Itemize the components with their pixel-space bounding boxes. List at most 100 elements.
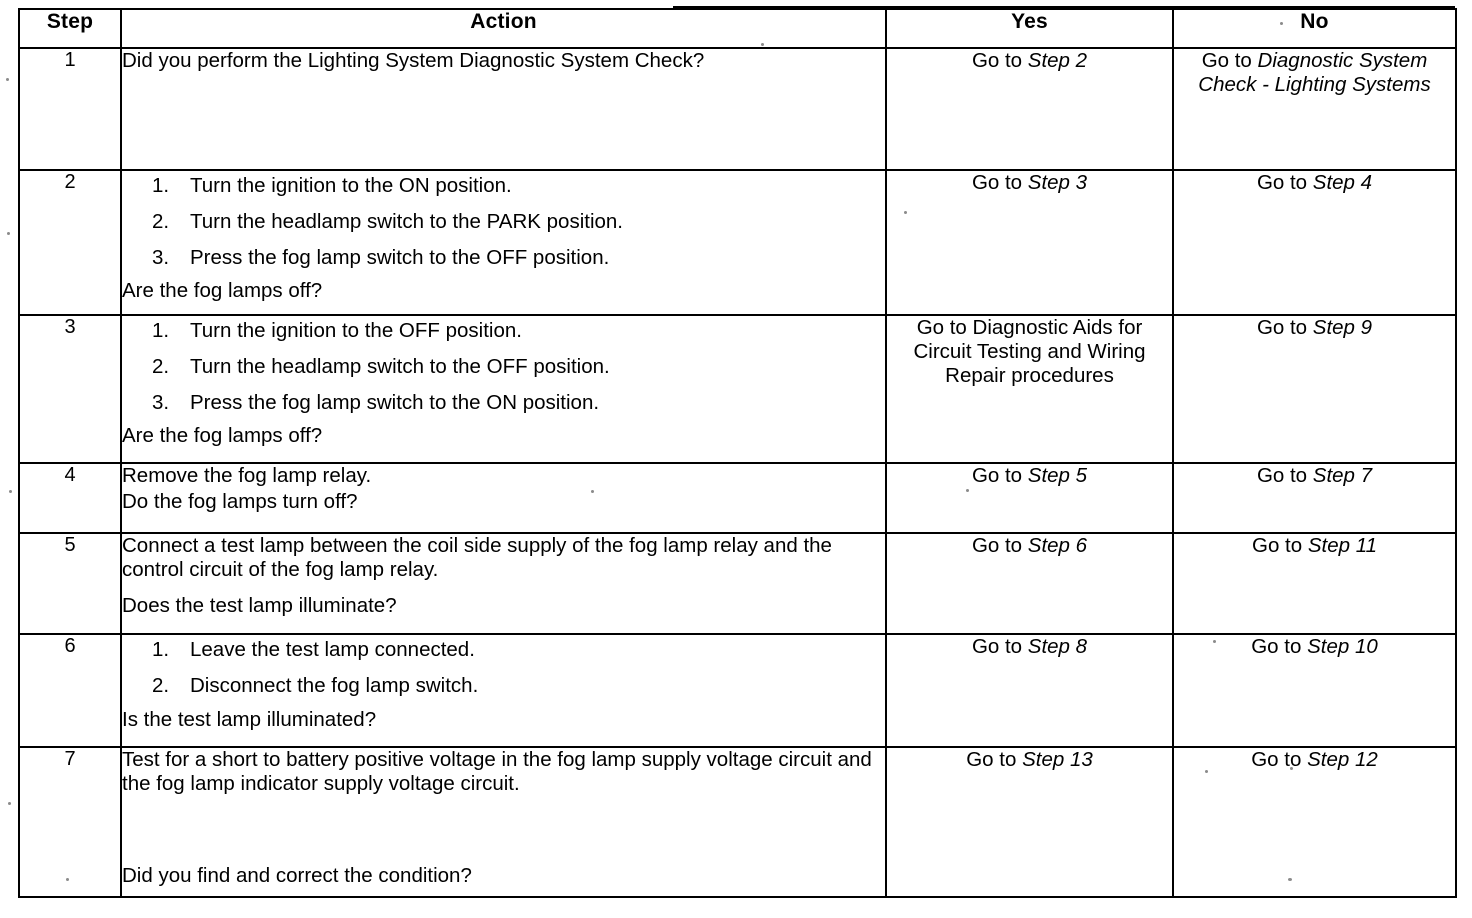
no-prefix: Go to <box>1201 49 1258 72</box>
list-item-text: Turn the ignition to the OFF position. <box>190 319 522 342</box>
list-item: 1. Turn the ignition to the ON position. <box>122 174 885 198</box>
list-item-number: 2. <box>152 354 170 378</box>
action-step-list: 1.Turn the ignition to the ON position. … <box>122 174 885 269</box>
no-result-cell: Go to Step 11 <box>1172 532 1457 635</box>
table-row: 2 1.Turn the ignition to the ON position… <box>18 169 1457 316</box>
scan-speck <box>1205 770 1208 773</box>
no-italic-target: Step 9 <box>1312 316 1373 339</box>
list-item: 2.Disconnect the fog lamp switch. <box>122 674 885 698</box>
yes-result-cell: Go to Diagnostic Aids for Circuit Testin… <box>885 314 1174 464</box>
table-row: 6 1.Leave the test lamp connected. 2.Dis… <box>18 633 1457 748</box>
no-result-cell: Go to Diagnostic System Check - Lighting… <box>1172 47 1457 171</box>
step-number: 5 <box>18 532 122 635</box>
action-cell: Did you perform the Lighting System Diag… <box>120 47 887 171</box>
scan-speck <box>1290 767 1293 770</box>
table-body: 1 Did you perform the Lighting System Di… <box>18 47 1457 898</box>
scan-speck <box>8 802 11 805</box>
scan-speck <box>66 878 69 881</box>
no-result-cell: Go to Step 9 <box>1172 314 1457 464</box>
action-step-list: 1.Leave the test lamp connected. 2.Disco… <box>122 638 885 698</box>
no-prefix: Go to <box>1251 635 1308 658</box>
action-cell: Remove the fog lamp relay. Do the fog la… <box>120 462 887 534</box>
step-number: 1 <box>18 47 122 171</box>
list-item-text: Press the fog lamp switch to the ON posi… <box>190 390 600 414</box>
list-item-number: 2. <box>152 209 170 233</box>
yes-result-cell: Go to Step 8 <box>885 633 1174 748</box>
table-header: Step Action Yes No <box>18 8 1457 49</box>
list-item-text: Disconnect the fog lamp switch. <box>190 673 479 697</box>
action-question-text: Do the fog lamps turn off? <box>122 489 358 513</box>
list-item-text: Turn the ignition to the ON position. <box>190 174 512 197</box>
list-item-number: 1. <box>152 174 170 197</box>
list-item: 1.Leave the test lamp connected. <box>122 638 885 662</box>
list-item-number: 3. <box>152 245 170 269</box>
list-item: 2. Turn the headlamp switch to the PARK p… <box>122 210 885 234</box>
table-row: 3 1. Turn the ignition to the OFF positio… <box>18 314 1457 464</box>
scan-speck <box>1213 640 1216 643</box>
scan-speck <box>6 78 9 81</box>
scan-speck <box>591 490 594 493</box>
step-number: 7 <box>18 746 122 898</box>
column-header-yes: Yes <box>885 8 1174 49</box>
yes-result-cell: Go to Step 5 <box>885 462 1174 534</box>
yes-prefix: Go to <box>966 748 1023 771</box>
yes-result-cell: Go to Step 3 <box>885 169 1174 316</box>
step-number: 3 <box>18 314 122 464</box>
diagnostic-table-wrapper: Step Action Yes No 1 Did you perform the… <box>18 8 1457 898</box>
scan-speck <box>761 43 764 46</box>
action-lead-text: Connect a test lamp between the coil sid… <box>122 534 832 581</box>
action-lead-text: Did you perform the Lighting System Diag… <box>122 49 705 72</box>
yes-plain-target: Go to Diagnostic Aids for Circuit Testin… <box>913 316 1146 388</box>
no-result-cell: Go to Step 7 <box>1172 462 1457 534</box>
yes-result-cell: Go to Step 6 <box>885 532 1174 635</box>
no-italic-target: Step 4 <box>1312 171 1373 194</box>
column-header-action: Action <box>120 8 887 49</box>
action-question-text: Did you find and correct the condition? <box>122 864 472 888</box>
action-question-text: Are the fog lamps off? <box>122 279 323 303</box>
action-cell: Test for a short to battery positive vol… <box>120 746 887 898</box>
list-item-text: Press the fog lamp switch to the OFF pos… <box>190 245 610 269</box>
list-item-number: 1. <box>152 319 170 342</box>
table-row: 7 Test for a short to battery positive v… <box>18 746 1457 898</box>
yes-italic-target: Step 13 <box>1022 748 1093 771</box>
list-item: 2.Turn the headlamp switch to the OFF po… <box>122 355 885 379</box>
action-question-text: Does the test lamp illuminate? <box>122 593 397 617</box>
yes-prefix: Go to <box>971 49 1028 72</box>
list-item: 3.Press the fog lamp switch to the ON po… <box>122 391 885 415</box>
diagnostic-table: Step Action Yes No 1 Did you perform the… <box>18 8 1457 898</box>
yes-prefix: Go to <box>971 464 1028 487</box>
scan-speck <box>1280 22 1283 25</box>
table-row: 4 Remove the fog lamp relay. Do the fog … <box>18 462 1457 534</box>
action-cell: Connect a test lamp between the coil sid… <box>120 532 887 635</box>
step-number: 4 <box>18 462 122 534</box>
yes-result-cell: Go to Step 2 <box>885 47 1174 171</box>
action-step-list: 1. Turn the ignition to the OFF position.… <box>122 319 885 414</box>
no-prefix: Go to <box>1256 316 1313 339</box>
yes-result-cell: Go to Step 13 <box>885 746 1174 898</box>
scan-speck <box>9 490 12 493</box>
action-cell: 1. Turn the ignition to the OFF position.… <box>120 314 887 464</box>
no-prefix: Go to <box>1252 534 1308 557</box>
no-italic-target: Step 12 <box>1307 748 1378 771</box>
yes-italic-target: Step 6 <box>1027 534 1088 557</box>
yes-italic-target: Step 3 <box>1027 171 1088 194</box>
yes-prefix: Go to <box>971 171 1028 194</box>
scan-artifact-rule <box>673 6 1455 9</box>
scan-speck <box>1288 878 1292 881</box>
no-result-cell: Go to Step 10 <box>1172 633 1457 748</box>
list-item: 1. Turn the ignition to the OFF position. <box>122 319 885 343</box>
yes-italic-target: Step 2 <box>1027 49 1088 72</box>
scan-artifact-gap <box>655 5 673 8</box>
yes-italic-target: Step 5 <box>1027 464 1088 487</box>
no-italic-target: Diagnostic System Check - Lighting Syste… <box>1198 49 1431 97</box>
no-italic-target: Step 10 <box>1307 635 1378 658</box>
table-row: 1 Did you perform the Lighting System Di… <box>18 47 1457 171</box>
scan-speck <box>904 211 907 214</box>
list-item-text: Turn the headlamp switch to the PARK pos… <box>190 209 624 233</box>
step-number: 6 <box>18 633 122 748</box>
list-item-text: Leave the test lamp connected. <box>190 638 475 661</box>
no-result-cell: Go to Step 4 <box>1172 169 1457 316</box>
no-prefix: Go to <box>1251 748 1308 771</box>
column-header-no: No <box>1172 8 1457 49</box>
